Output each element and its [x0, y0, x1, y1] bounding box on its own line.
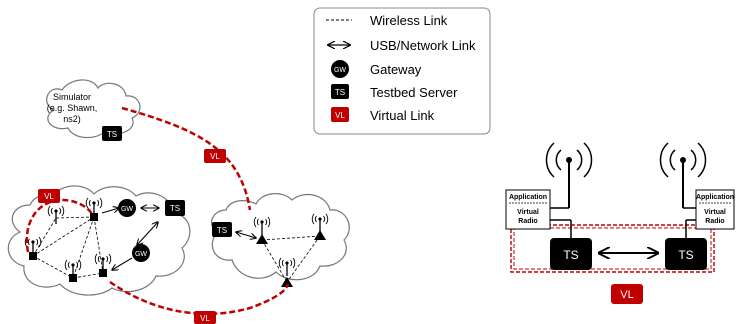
sensor-node	[90, 213, 98, 221]
usb-link-arrow	[112, 257, 133, 270]
virtual-radio-setup: Application Virtual Radio TS TS Applicat…	[505, 142, 735, 304]
legend-virtual-label: Virtual Link	[370, 108, 435, 123]
virtual-link-upper	[121, 106, 252, 211]
gateway-bottom-glyph: GW	[135, 251, 147, 258]
left-application-label: Application	[509, 194, 547, 201]
right-testbed-server-label: TS	[678, 248, 693, 262]
sensor-node	[69, 274, 77, 282]
virtual-link-icon-glyph: VL	[335, 111, 345, 120]
middle-cloud-testbed-server	[212, 222, 232, 237]
left-node-antenna	[545, 142, 593, 209]
right-virtual-link-badge	[611, 284, 643, 304]
gateway-top-glyph: GW	[121, 206, 133, 213]
left-application-box	[505, 189, 551, 230]
middle-cloud-server-glyph: TS	[217, 226, 227, 235]
simulator-label-line1: Simulator	[53, 92, 91, 102]
simulator-cloud-shape	[46, 79, 141, 139]
virtual-link-badge-lower	[194, 311, 216, 324]
legend-wireless-label: Wireless Link	[370, 13, 448, 28]
virtual-link-lower	[109, 280, 290, 316]
right-application-box	[695, 189, 735, 230]
sensor-node-triangle	[281, 277, 293, 287]
virtual-link-badge-left	[38, 189, 60, 203]
testbed-server-icon-glyph: TS	[335, 88, 345, 97]
virtual-link-left-label: VL	[44, 192, 54, 201]
sensor-node	[29, 252, 37, 260]
usb-link-arrow	[137, 222, 158, 245]
simulator-label-line3: ns2)	[63, 114, 81, 124]
virtual-link-icon	[331, 107, 349, 122]
simulator-cloud: Simulator (e.g. Shawn, ns2) TS	[46, 79, 141, 141]
usb-link-arrow	[101, 208, 119, 214]
left-testbed-server	[550, 238, 592, 270]
virtual-link-left	[25, 198, 94, 253]
gateway-icon	[331, 60, 349, 78]
usb-link-arrow	[236, 232, 256, 238]
legend-box	[313, 7, 491, 135]
simulator-testbed-server	[102, 126, 122, 141]
left-virtual-radio-line1: Virtual	[517, 209, 539, 216]
legend-gateway-label: Gateway	[370, 62, 422, 77]
testbed-server-icon	[331, 84, 349, 99]
left-testbed-cloud: GW TS GW	[7, 185, 191, 296]
legend: Wireless Link USB/Network Link GW Gatewa…	[313, 7, 491, 135]
virtual-links	[25, 106, 290, 316]
simulator-server-glyph: TS	[107, 130, 117, 139]
right-virtual-radio-line2: Radio	[705, 218, 724, 225]
right-testbed-server	[665, 238, 707, 270]
left-cloud-testbed-server	[165, 200, 185, 216]
simulator-label-line2: (e.g. Shawn,	[47, 103, 98, 113]
middle-wireless-links	[261, 235, 321, 283]
left-cloud-server-glyph: TS	[170, 204, 180, 213]
virtual-link-badge-upper	[204, 149, 226, 163]
right-virtual-link-label: VL	[620, 289, 633, 301]
middle-cloud-shape	[210, 193, 350, 281]
virtual-link-upper-label: VL	[210, 152, 220, 161]
left-testbed-server-label: TS	[563, 248, 578, 262]
legend-testbed-label: Testbed Server	[370, 85, 458, 100]
middle-testbed-cloud: TS	[210, 193, 350, 287]
left-cloud-shape	[7, 185, 191, 296]
left-wireless-links	[32, 216, 104, 279]
gateway-node-bottom	[132, 244, 150, 262]
gateway-node-top	[118, 199, 136, 217]
right-virtual-radio-line1: Virtual	[704, 209, 726, 216]
sensor-node	[99, 269, 107, 277]
virtual-link-lower-label: VL	[200, 314, 210, 323]
sensor-node-triangle	[256, 234, 268, 244]
left-virtual-radio-line2: Radio	[518, 218, 537, 225]
virtual-link-path-outer	[510, 224, 715, 273]
gateway-icon-glyph: GW	[334, 67, 346, 74]
right-application-label: Application	[696, 194, 734, 201]
sensor-node-triangle	[314, 230, 326, 240]
legend-usb-label: USB/Network Link	[370, 38, 476, 53]
virtual-link-path-inner	[513, 227, 712, 270]
